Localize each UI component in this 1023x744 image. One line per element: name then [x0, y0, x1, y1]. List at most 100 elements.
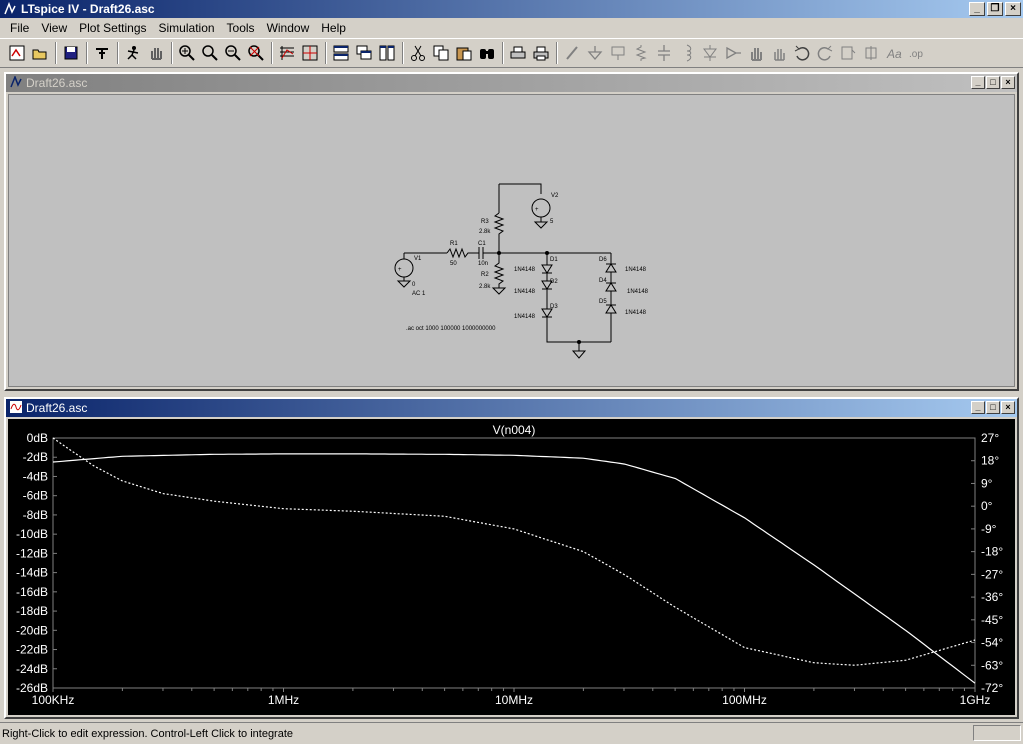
- x-tick-label: 1MHz: [268, 693, 299, 707]
- menu-help[interactable]: Help: [321, 20, 346, 35]
- v1-value: 0: [412, 282, 416, 288]
- zoom-out-icon[interactable]: [222, 42, 244, 64]
- svg-text:.op: .op: [909, 49, 923, 60]
- print-icon[interactable]: [530, 42, 552, 64]
- d1-model: 1N4148: [514, 267, 536, 273]
- y-left-tick-label: -16dB: [16, 585, 48, 599]
- schematic-maximize-button[interactable]: □: [986, 76, 1000, 89]
- toolbar: Aa .op: [0, 38, 1023, 68]
- schematic-icon[interactable]: [6, 42, 28, 64]
- r1-label: R1: [450, 241, 458, 247]
- minimize-button[interactable]: _: [969, 2, 985, 16]
- r3-value: 2.8k: [479, 229, 491, 235]
- undo-icon[interactable]: [791, 42, 813, 64]
- close-button[interactable]: ×: [1005, 2, 1021, 16]
- component-icon[interactable]: [722, 42, 744, 64]
- redo-icon[interactable]: [814, 42, 836, 64]
- v2-label: V2: [551, 193, 559, 199]
- schematic-drawing: ++ V1 0 AC 1 V2 5 R1 50 C1 10n R3 2.8k R…: [394, 183, 649, 359]
- find-icon[interactable]: [476, 42, 498, 64]
- menu-view[interactable]: View: [41, 20, 68, 35]
- tile-horizontal-icon[interactable]: [330, 42, 352, 64]
- wire-icon[interactable]: [561, 42, 583, 64]
- plot-minimize-button[interactable]: _: [971, 401, 985, 414]
- plot-window-titlebar[interactable]: Draft26.asc: [6, 399, 1017, 417]
- copy-icon[interactable]: [430, 42, 452, 64]
- trace-title: V(n004): [493, 423, 536, 437]
- d6-label: D6: [599, 257, 607, 263]
- cut-icon[interactable]: [407, 42, 429, 64]
- run-icon[interactable]: [122, 42, 144, 64]
- diode-icon[interactable]: [699, 42, 721, 64]
- svg-text:Aa: Aa: [886, 47, 902, 61]
- cascade-icon[interactable]: [353, 42, 375, 64]
- d5-label: D5: [599, 299, 607, 305]
- schematic-window-titlebar[interactable]: Draft26.asc: [6, 74, 1017, 92]
- y-right-tick-label: -54°: [981, 636, 1003, 650]
- v1-label: V1: [414, 256, 422, 262]
- marker-icon[interactable]: [299, 42, 321, 64]
- control-panel-icon[interactable]: [91, 42, 113, 64]
- y-left-tick-label: -14dB: [16, 566, 48, 580]
- menu-tools[interactable]: Tools: [226, 20, 255, 35]
- plot-maximize-button[interactable]: □: [986, 401, 1000, 414]
- schematic-canvas[interactable]: ++ V1 0 AC 1 V2 5 R1 50 C1 10n R3 2.8k R…: [8, 94, 1015, 387]
- drag-icon[interactable]: [768, 42, 790, 64]
- y-right-tick-label: -63°: [981, 658, 1003, 672]
- r3-label: R3: [481, 219, 489, 225]
- save-icon[interactable]: [60, 42, 82, 64]
- x-tick-label: 10MHz: [495, 693, 533, 707]
- y-left-tick-label: -2dB: [23, 450, 48, 464]
- x-tick-label: 1GHz: [960, 693, 991, 707]
- resistor-icon[interactable]: [630, 42, 652, 64]
- zoom-in-icon[interactable]: [176, 42, 198, 64]
- paste-icon[interactable]: [453, 42, 475, 64]
- y-right-tick-label: 27°: [981, 431, 999, 445]
- spice-directive-icon[interactable]: .op: [906, 42, 928, 64]
- y-left-tick-label: -6dB: [23, 489, 48, 503]
- y-right-tick-label: -45°: [981, 613, 1003, 627]
- d3-label: D3: [550, 304, 558, 310]
- r1-value: 50: [450, 261, 457, 267]
- menu-plot-settings[interactable]: Plot Settings: [79, 20, 147, 35]
- spice-directive[interactable]: .ac oct 1000 100000 1000000000: [406, 326, 496, 332]
- schematic-close-button[interactable]: ×: [1001, 76, 1015, 89]
- schematic-icon: [10, 74, 22, 91]
- d6-model: 1N4148: [625, 267, 647, 273]
- plot-close-button[interactable]: ×: [1001, 401, 1015, 414]
- y-left-tick-label: -12dB: [16, 546, 48, 560]
- schematic-window: Draft26.asc _ □ ×: [4, 72, 1019, 391]
- zoom-pan-icon[interactable]: [199, 42, 221, 64]
- text-icon[interactable]: Aa: [883, 42, 905, 64]
- v2-value: 5: [550, 219, 554, 225]
- y-left-tick-label: -26dB: [16, 681, 48, 695]
- menu-window[interactable]: Window: [266, 20, 310, 35]
- autorange-icon[interactable]: [276, 42, 298, 64]
- move-icon[interactable]: [745, 42, 767, 64]
- print-setup-icon[interactable]: [507, 42, 529, 64]
- schematic-minimize-button[interactable]: _: [971, 76, 985, 89]
- zoom-fit-icon[interactable]: [245, 42, 267, 64]
- menu-file[interactable]: File: [10, 20, 30, 35]
- y-left-tick-label: -8dB: [23, 508, 48, 522]
- tile-vertical-icon[interactable]: [376, 42, 398, 64]
- magnitude-trace: [52, 453, 976, 684]
- restore-button[interactable]: ❐: [987, 2, 1003, 16]
- ground-icon[interactable]: [584, 42, 606, 64]
- c1-value: 10n: [478, 261, 488, 267]
- d2-model: 1N4148: [514, 289, 536, 295]
- plot-frame: [52, 437, 976, 689]
- rotate-icon[interactable]: [837, 42, 859, 64]
- menu-simulation[interactable]: Simulation: [158, 20, 215, 35]
- v1-ac-value: AC 1: [412, 291, 426, 297]
- inductor-icon[interactable]: [676, 42, 698, 64]
- label-icon[interactable]: [607, 42, 629, 64]
- app-title: LTspice IV - Draft26.asc: [21, 2, 155, 16]
- d4-model: 1N4148: [627, 289, 649, 295]
- halt-icon[interactable]: [145, 42, 167, 64]
- open-icon[interactable]: [29, 42, 51, 64]
- mirror-icon[interactable]: [860, 42, 882, 64]
- capacitor-icon[interactable]: [653, 42, 675, 64]
